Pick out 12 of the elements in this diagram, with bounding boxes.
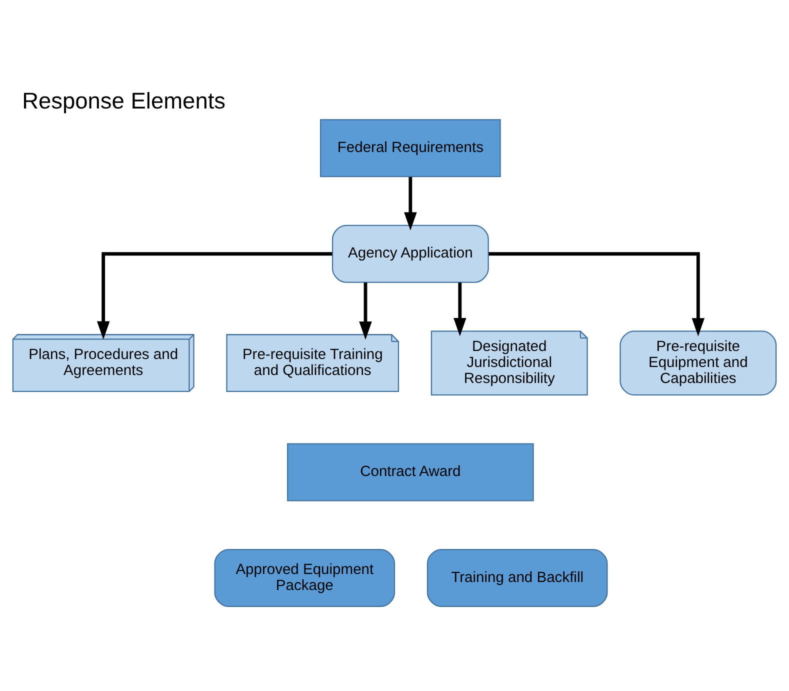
arrow bbox=[404, 176, 417, 230]
node-box: Agency Application bbox=[332, 224, 489, 282]
node-box: Pre-requisite Equipment and Capabilities bbox=[620, 330, 777, 395]
arrow bbox=[488, 252, 705, 336]
node-box: Contract Award bbox=[287, 442, 534, 501]
arrow bbox=[359, 282, 372, 340]
node-box: Training and Backfill bbox=[426, 548, 608, 607]
node-box: Federal Requirements bbox=[320, 118, 501, 177]
node-box: Approved Equipment Package bbox=[214, 548, 396, 607]
arrow bbox=[454, 282, 466, 336]
diagram-title: Response Elements bbox=[22, 86, 226, 113]
arrow bbox=[96, 252, 332, 340]
